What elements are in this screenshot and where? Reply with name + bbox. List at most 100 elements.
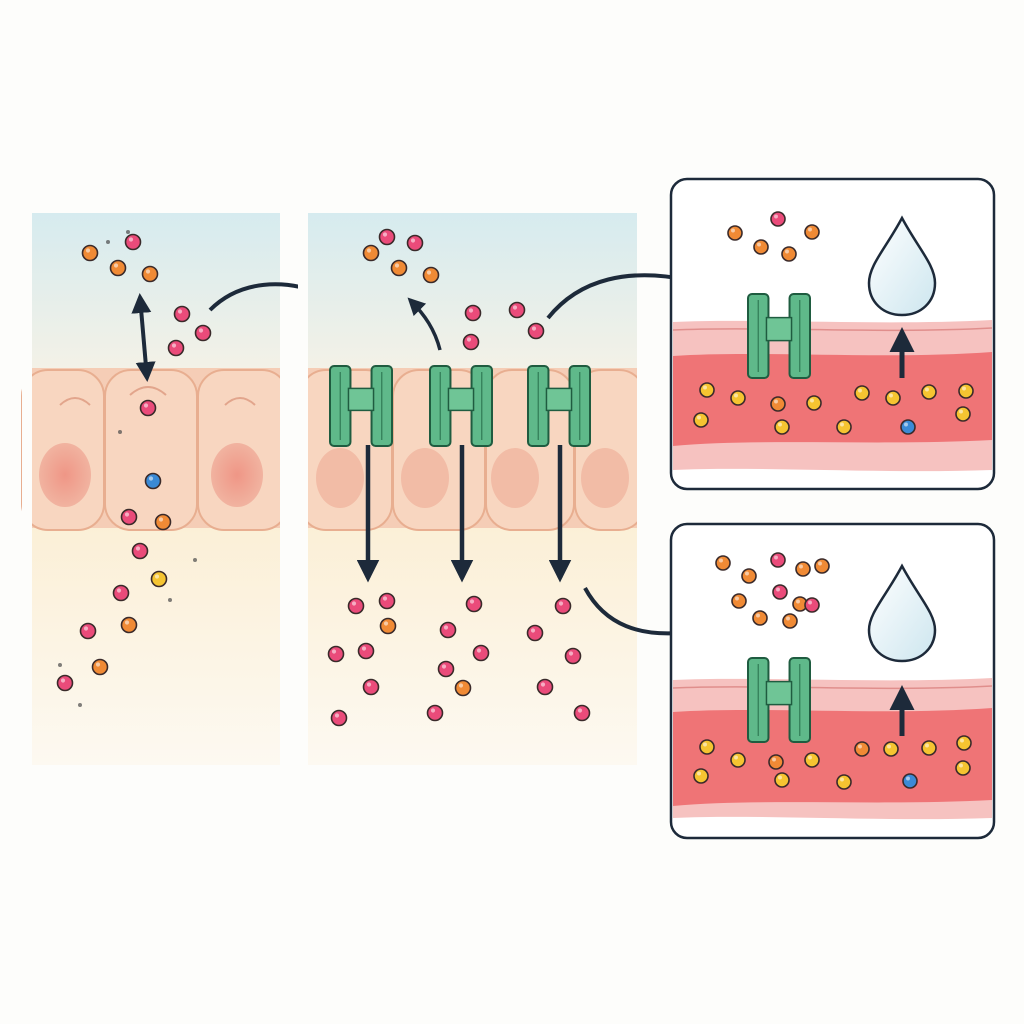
droplet-icon	[867, 215, 937, 317]
particle-icon	[768, 754, 784, 770]
ion-channel-icon	[747, 657, 811, 743]
particle-icon	[465, 595, 483, 613]
nucleus	[491, 448, 539, 508]
particle-icon	[804, 752, 820, 768]
particle-icon	[795, 561, 811, 577]
channel-inset-top	[747, 293, 811, 379]
particle-icon	[144, 472, 162, 490]
particle-icon	[955, 406, 971, 422]
particle-icon	[836, 774, 852, 790]
particle-icon	[472, 644, 490, 662]
particle-icon	[753, 239, 769, 255]
particle-icon	[772, 584, 788, 600]
lumen-area	[30, 213, 280, 383]
particle-icon	[464, 304, 482, 322]
particle-icon	[885, 390, 901, 406]
panel-4	[669, 522, 996, 840]
particle-icon	[564, 647, 582, 665]
lumen-area	[307, 213, 637, 383]
particle-icon	[782, 613, 798, 629]
particle-icon	[139, 399, 157, 417]
particle-icon	[902, 773, 918, 789]
particle-icon	[921, 740, 937, 756]
particle-icon	[730, 390, 746, 406]
nucleus	[39, 443, 91, 507]
particle-icon	[173, 305, 191, 323]
particle-icon	[362, 678, 380, 696]
particle-icon	[958, 383, 974, 399]
particle-icon	[806, 395, 822, 411]
arrow-icon	[407, 297, 442, 351]
particle-icon	[699, 382, 715, 398]
particle-icon	[406, 234, 424, 252]
particle-icon	[956, 735, 972, 751]
particle-icon	[357, 642, 375, 660]
ion-channel-icon	[429, 365, 494, 447]
particle-icon	[900, 419, 916, 435]
particles-panel-3	[693, 211, 974, 435]
particle-icon	[536, 678, 554, 696]
particle-icon	[774, 772, 790, 788]
particle-icon	[439, 621, 457, 639]
particle-icon	[727, 225, 743, 241]
particle-icon	[347, 597, 365, 615]
particle-icon	[131, 542, 149, 560]
nucleus	[316, 448, 364, 508]
particle-icon	[79, 622, 97, 640]
particle-icon	[752, 610, 768, 626]
interstitial-area	[30, 520, 280, 765]
particle-icon	[770, 211, 786, 227]
particle-icon	[379, 617, 397, 635]
ion-channel-icon	[747, 293, 811, 379]
particle-icon	[109, 259, 127, 277]
particle-icon	[154, 513, 172, 531]
particle-icon	[774, 419, 790, 435]
particle-icon	[124, 233, 142, 251]
particle-icon	[194, 324, 212, 342]
particle-icon	[526, 624, 544, 642]
particle-icon	[770, 396, 786, 412]
particle-icon	[327, 645, 345, 663]
particle-icon	[955, 760, 971, 776]
nucleus	[211, 443, 263, 507]
nucleus	[581, 448, 629, 508]
ion-channel-icon	[527, 365, 591, 447]
panel-3	[669, 177, 996, 491]
vessel-lumen	[673, 708, 992, 806]
particle-icon	[150, 570, 168, 588]
particle-icon	[91, 658, 109, 676]
particle-icon	[81, 244, 99, 262]
particles-panel-2	[327, 228, 591, 727]
particle-icon	[462, 333, 480, 351]
particle-icon	[120, 508, 138, 526]
particle-icon	[814, 558, 830, 574]
interstitial-area	[307, 520, 637, 765]
particle-icon	[141, 265, 159, 283]
particle-icon	[390, 259, 408, 277]
particle-icon	[693, 768, 709, 784]
particle-icon	[508, 301, 526, 319]
particle-icon	[770, 552, 786, 568]
channels-panel-2	[329, 365, 591, 447]
particle-icon	[454, 679, 472, 697]
particle-icon	[437, 660, 455, 678]
ion-channel-icon	[329, 365, 394, 447]
particle-icon	[781, 246, 797, 262]
arrow-icon	[546, 266, 692, 320]
nucleus	[401, 448, 449, 508]
particle-icon	[330, 709, 348, 727]
channel-inset-bottom	[747, 657, 811, 743]
particle-icon	[378, 228, 396, 246]
particles-panel-4	[693, 552, 972, 790]
particle-icon	[167, 339, 185, 357]
droplet-icon	[867, 563, 937, 663]
particle-icon	[804, 597, 820, 613]
particle-icon	[362, 244, 380, 262]
particle-icon	[921, 384, 937, 400]
particle-icon	[554, 597, 572, 615]
particle-icon	[378, 592, 396, 610]
particle-icon	[426, 704, 444, 722]
particle-icon	[804, 224, 820, 240]
panel-2	[298, 213, 694, 773]
